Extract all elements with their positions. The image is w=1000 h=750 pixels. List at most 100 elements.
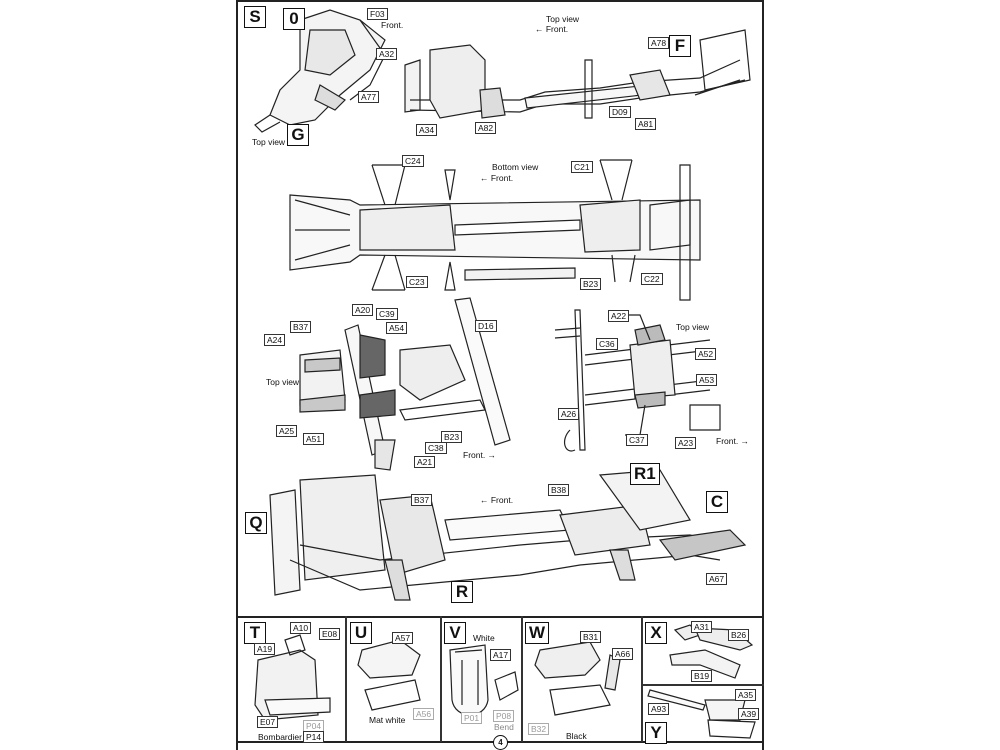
drawing-engine-gearbox (254, 9, 386, 133)
part-label-a56: A56 (413, 708, 435, 720)
part-label-a25: A25 (276, 425, 298, 437)
view-text: Top view (676, 322, 710, 332)
part-label-e08: E08 (319, 628, 341, 640)
color-note: Black (566, 731, 587, 741)
panel-divider (641, 616, 643, 742)
drawing-reservoir (357, 639, 421, 711)
drawing-top-chassis (404, 29, 751, 119)
part-label-a57: A57 (392, 632, 414, 644)
part-label-c36: C36 (596, 338, 618, 350)
front-arrow-text: ← Front. (480, 495, 514, 505)
part-label-a67: A67 (706, 573, 728, 585)
step-letter-g: G (287, 124, 309, 146)
part-label-b23: B23 (580, 278, 602, 290)
part-label-c38: C38 (425, 442, 447, 454)
panel-divider (521, 616, 523, 742)
part-label-a19: A19 (254, 643, 276, 655)
part-label-a78: A78 (648, 37, 670, 49)
part-label-a21: A21 (414, 456, 436, 468)
color-note: Bend (494, 722, 514, 732)
drawing-air-cleaner (534, 641, 621, 716)
step-letter-c: C (706, 491, 728, 513)
part-label-e07: E07 (257, 716, 279, 728)
step-letter-w: W (525, 622, 550, 644)
front-arrow-text: ← Front. (535, 24, 569, 34)
step-letter-r: R (451, 581, 473, 603)
section-divider (236, 616, 764, 618)
part-label-a51: A51 (303, 433, 325, 445)
part-label-b19: B19 (691, 670, 713, 682)
part-label-a10: A10 (290, 622, 312, 634)
view-text: Top view (266, 377, 300, 387)
drawing-fuel-tank (254, 634, 331, 721)
part-label-c21: C21 (571, 161, 593, 173)
step-letter-x: X (645, 622, 667, 644)
step-letter-s: S (244, 6, 266, 28)
part-label-a52: A52 (695, 348, 717, 360)
part-label-b37: B37 (290, 321, 312, 333)
part-label-a34: A34 (416, 124, 438, 136)
part-label-a31: A31 (691, 621, 713, 633)
part-label-a17: A17 (490, 649, 512, 661)
part-label-a54: A54 (386, 322, 408, 334)
part-label-b32: B32 (528, 723, 550, 735)
part-label-c22: C22 (641, 273, 663, 285)
part-label-b38: B38 (548, 484, 570, 496)
front-arrow-text: Front. → (716, 436, 750, 446)
drawing-full-assembly (269, 469, 747, 601)
part-label-c39: C39 (376, 308, 398, 320)
color-note: Mat white (369, 715, 406, 725)
color-note-top: White (473, 633, 495, 643)
view-text: Bottom view (492, 162, 539, 172)
panel-divider (345, 616, 347, 742)
page-number: 4 (493, 735, 508, 750)
top-border (236, 0, 764, 2)
drawing-panel (449, 644, 519, 716)
part-label-b26: B26 (728, 629, 750, 641)
part-label-p14: P14 (303, 731, 325, 743)
drawing-exhaust-pipe (647, 689, 756, 739)
view-text: Top view (546, 14, 580, 24)
view-text: Top view (252, 137, 286, 147)
part-label-c24: C24 (402, 155, 424, 167)
part-label-p08: P08 (493, 710, 515, 722)
step-letter-u: U (350, 622, 372, 644)
part-label-a20: A20 (352, 304, 374, 316)
part-label-a81: A81 (635, 118, 657, 130)
front-arrow-text: Front. → (463, 450, 497, 460)
part-label-a23: A23 (675, 437, 697, 449)
step-letter-t: T (244, 622, 266, 644)
step-letter-r1: R1 (630, 463, 660, 485)
drawing-rear-suspension (554, 309, 721, 452)
part-label-p01: P01 (461, 712, 483, 724)
step-letter-q: Q (245, 512, 267, 534)
part-label-c23: C23 (406, 276, 428, 288)
step-letter-0: 0 (283, 8, 305, 30)
part-label-a24: A24 (264, 334, 286, 346)
part-label-d09: D09 (609, 106, 631, 118)
panel-divider (440, 616, 442, 742)
part-label-a82: A82 (475, 122, 497, 134)
part-label-c37: C37 (626, 434, 648, 446)
part-label-a66: A66 (612, 648, 634, 660)
part-label-b31: B31 (580, 631, 602, 643)
part-label-a35: A35 (735, 689, 757, 701)
step-letter-f: F (669, 35, 691, 57)
part-label-a77: A77 (358, 91, 380, 103)
part-label-a39: A39 (738, 708, 760, 720)
drawing-bottom-chassis (289, 159, 701, 301)
part-label-b23: B23 (441, 431, 463, 443)
step-letter-y: Y (645, 722, 667, 744)
part-label-a22: A22 (608, 310, 630, 322)
panel-divider (641, 684, 764, 686)
front-text: Front. (381, 20, 404, 30)
part-label-a53: A53 (696, 374, 718, 386)
front-arrow-text: ← Front. (480, 173, 514, 183)
step-letter-v: V (444, 622, 466, 644)
drawing-front-suspension (299, 297, 511, 471)
part-label-f03: F03 (367, 8, 388, 20)
part-label-a93: A93 (648, 703, 670, 715)
part-label-a26: A26 (558, 408, 580, 420)
part-label-a32: A32 (376, 48, 398, 60)
